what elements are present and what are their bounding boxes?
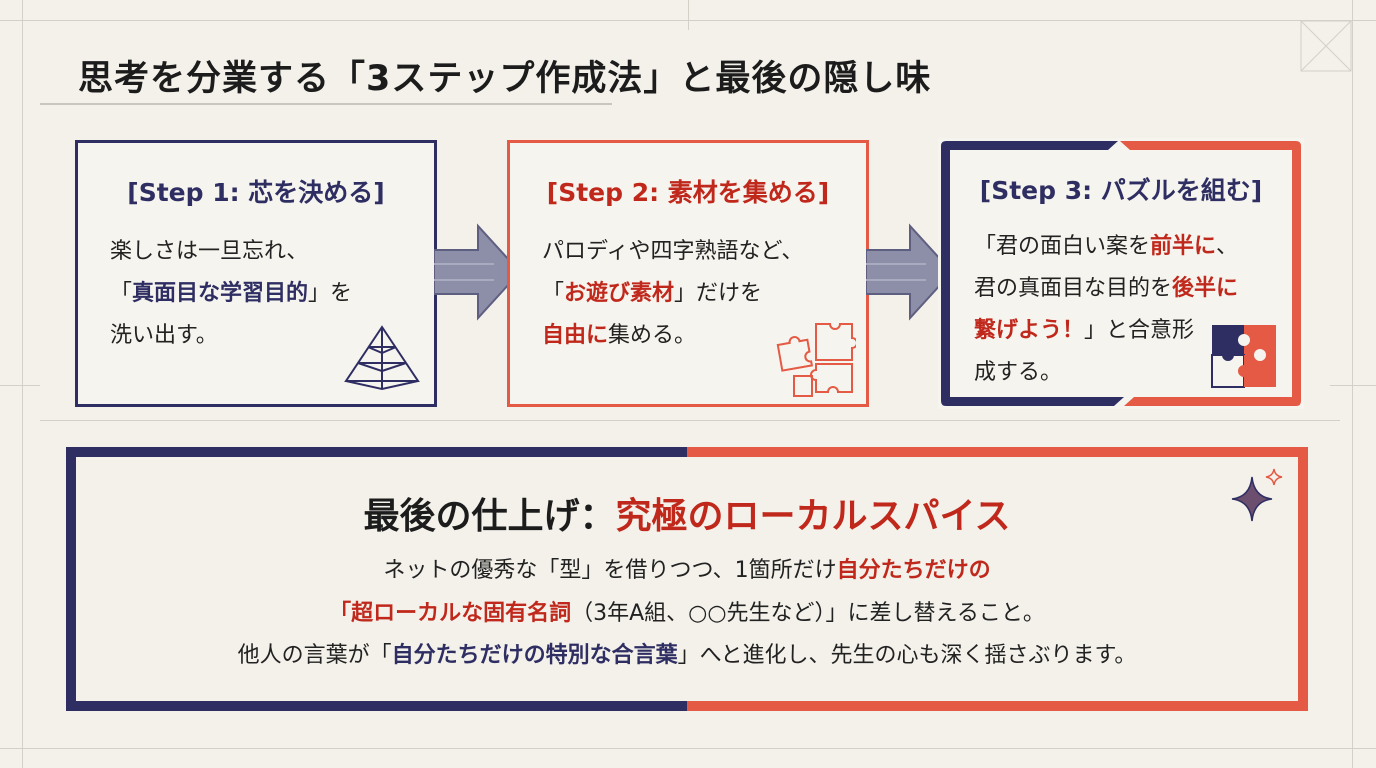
final-line-1-text: ネットの優秀な「型」を借りつつ、1箇所だけ: [383, 558, 837, 583]
arrow-right-icon: [866, 223, 954, 321]
step-2-line-3: 自由に集める。: [542, 315, 803, 357]
bg-line: [1352, 0, 1353, 768]
step-2-line-2: 「お遊び素材」だけを: [542, 273, 803, 315]
step-3-title: [Step 3: パズルを組む]: [979, 176, 1263, 205]
step-2-highlight-2: 自由に: [542, 323, 609, 348]
puzzle-assembled-icon: [1211, 325, 1276, 388]
step-2-line-1: パロディや四字熟語など、: [542, 239, 804, 264]
final-title: 最後の仕上げ：究極のローカルスパイス: [66, 487, 1308, 539]
step-3-line-2: 君の真面目な目的を後半に: [974, 268, 1238, 310]
step-1-line-3: 洗い出す。: [110, 323, 218, 348]
step-1-body: 楽しさは一旦忘れ、 「真面目な学習目的」を 洗い出す。: [110, 231, 352, 357]
step-3-line-2-text: 君の真面目な目的を: [974, 276, 1173, 301]
bg-line: [688, 0, 689, 30]
step-1-quote-open: 「: [110, 281, 133, 306]
step-2-highlight: お遊び素材: [564, 281, 675, 306]
step-1-highlight: 真面目な学習目的: [132, 281, 309, 306]
final-card: 最後の仕上げ：究極のローカルスパイス ネットの優秀な「型」を借りつつ、1箇所だけ…: [66, 447, 1308, 711]
bg-line: [0, 385, 40, 386]
bg-line: [0, 748, 1376, 749]
puzzle-pieces-icon: [776, 323, 856, 397]
step-3-line-1: 「君の面白い案を前半に、: [974, 226, 1238, 268]
step-3-comma: 、: [1216, 234, 1239, 259]
final-line-2: 「超ローカルな固有名詞（3年A組、○○先生など）」に差し替えること。: [66, 595, 1308, 627]
step-3-line-3-text: 」と合意形: [1084, 318, 1195, 343]
step-3-line-4: 成する。: [974, 360, 1063, 385]
step-3-body: 「君の面白い案を前半に、 君の真面目な目的を後半に 繋げよう！」と合意形 成する…: [974, 226, 1238, 394]
final-line-2-highlight: 「超ローカルな固有名詞: [329, 601, 572, 626]
step-1-title: [Step 1: 芯を決める]: [127, 178, 385, 207]
step-1-quote-close: 」を: [308, 281, 353, 306]
step-3-line-1-text: 「君の面白い案を: [974, 234, 1151, 259]
bg-line: [22, 0, 23, 768]
step-2-body: パロディや四字熟語など、 「お遊び素材」だけを 自由に集める。: [542, 231, 803, 357]
step-2-title: [Step 2: 素材を集める]: [546, 178, 830, 207]
page-title: 思考を分業する「3ステップ作成法」と最後の隠し味: [78, 59, 932, 99]
final-line-2-text: （3年A組、○○先生など）」に差し替えること。: [571, 601, 1045, 626]
step-2-card: [Step 2: 素材を集める] パロディや四字熟語など、 「お遊び素材」だけを…: [507, 140, 869, 407]
arrow-right-icon: [434, 223, 522, 321]
step-3-line-3: 繋げよう！」と合意形: [974, 310, 1238, 352]
final-frame: [66, 447, 1308, 711]
step-1-line-2: 「真面目な学習目的」を: [110, 273, 352, 315]
final-title-prefix: 最後の仕上げ：: [363, 496, 616, 537]
final-line-3-rest: 」へと進化し、先生の心も深く揺さぶります。: [677, 643, 1137, 668]
step-2-line-3-rest: 集める。: [608, 323, 697, 348]
final-line-3: 他人の言葉が「自分たちだけの特別な合言葉」へと進化し、先生の心も深く揺さぶります…: [66, 637, 1308, 669]
bg-line: [40, 420, 1340, 421]
step-2-quote-close: 」だけを: [674, 281, 763, 306]
pyramid-icon: [344, 325, 420, 391]
final-line-3-text: 他人の言葉が「: [237, 643, 392, 668]
step-3-highlight-3: 繋げよう！: [974, 318, 1085, 343]
step-1-line-1: 楽しさは一旦忘れ、: [110, 239, 309, 264]
step-3-highlight-1: 前半に: [1150, 234, 1217, 259]
title-underline: [40, 103, 612, 105]
final-title-highlight: 究極のローカルスパイス: [615, 496, 1011, 537]
final-line-3-highlight: 自分たちだけの特別な合言葉: [391, 643, 678, 668]
corner-cross-icon: [1300, 20, 1352, 72]
final-line-1: ネットの優秀な「型」を借りつつ、1箇所だけ自分たちだけの: [66, 552, 1308, 584]
sparkle-icon: [1231, 468, 1283, 522]
final-line-1-highlight: 自分たちだけの: [836, 558, 991, 583]
step-2-quote-open: 「: [542, 281, 565, 306]
step-3-card: [Step 3: パズルを組む] 「君の面白い案を前半に、 君の真面目な目的を後…: [938, 138, 1304, 409]
step-3-highlight-2: 後半に: [1172, 276, 1239, 301]
bg-line: [1330, 385, 1376, 386]
step-1-card: [Step 1: 芯を決める] 楽しさは一旦忘れ、 「真面目な学習目的」を 洗い…: [75, 140, 437, 407]
